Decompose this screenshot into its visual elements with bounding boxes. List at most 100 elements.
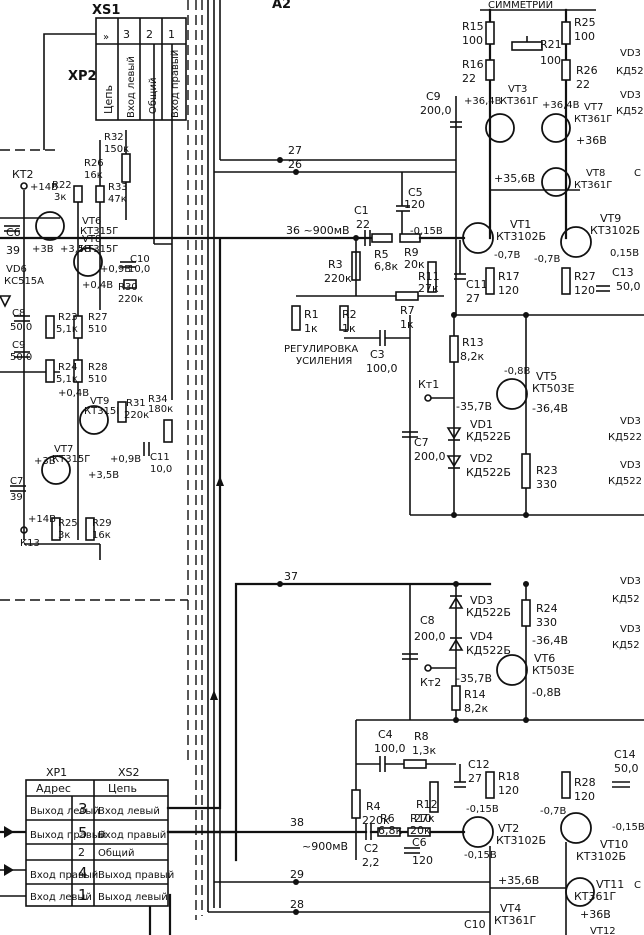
svg-text:VT6: VT6 bbox=[82, 216, 101, 227]
svg-text:R24: R24 bbox=[536, 602, 558, 615]
svg-text:КТ3102Б: КТ3102Б bbox=[496, 230, 546, 243]
svg-text:R25: R25 bbox=[58, 518, 78, 529]
svg-text:КД52: КД52 bbox=[612, 640, 640, 651]
svg-text:6,8к: 6,8к bbox=[378, 824, 402, 837]
svg-text:20к: 20к bbox=[410, 824, 431, 837]
svg-text:R15: R15 bbox=[462, 20, 484, 33]
svg-text:50,0: 50,0 bbox=[614, 762, 639, 775]
svg-text:50,0: 50,0 bbox=[616, 280, 641, 293]
wire-37: 37 bbox=[284, 570, 298, 583]
svg-text:R31: R31 bbox=[126, 398, 146, 409]
svg-text:+36В: +36В bbox=[576, 134, 607, 147]
svg-text:330: 330 bbox=[536, 478, 557, 491]
svg-text:R28: R28 bbox=[88, 362, 108, 373]
svg-text:VD3: VD3 bbox=[620, 576, 641, 587]
svg-text:C9: C9 bbox=[12, 340, 25, 351]
svg-text:VT2: VT2 bbox=[498, 822, 519, 835]
svg-text:R25: R25 bbox=[574, 16, 596, 29]
svg-text:КТ361Г: КТ361Г bbox=[574, 890, 617, 903]
svg-text:R11: R11 bbox=[418, 270, 440, 283]
xs1-pin-1: 1 bbox=[168, 28, 175, 41]
svg-text:КД522Б: КД522Б bbox=[466, 644, 511, 657]
svg-text:VD3: VD3 bbox=[620, 416, 641, 427]
connector-xp1: XP1 XS2 Адрес Цепь Выход левый 3 Вход ле… bbox=[0, 238, 238, 907]
xs1-pin-3: 3 bbox=[123, 28, 130, 41]
svg-text:8,2к: 8,2к bbox=[460, 350, 484, 363]
connector-xs1: XS1 XP2 » 3 2 1 Цепь Вход левый Общий Вх… bbox=[0, 3, 187, 151]
svg-text:22: 22 bbox=[356, 218, 370, 231]
xp1-row5-left: Вход левый bbox=[30, 892, 92, 903]
svg-text:R12: R12 bbox=[416, 798, 438, 811]
svg-text:R6: R6 bbox=[380, 812, 395, 825]
svg-text:С: С bbox=[634, 168, 641, 179]
svg-text:VT1: VT1 bbox=[510, 218, 531, 231]
bottom-channel: R24 330 VD3 КД522Б VD4 КД522Б C8 200,0 V… bbox=[0, 581, 644, 935]
svg-text:-0,7В: -0,7В bbox=[494, 250, 521, 261]
svg-text:-0,15В: -0,15В bbox=[464, 850, 497, 861]
svg-text:+3,5В: +3,5В bbox=[60, 244, 91, 255]
svg-text:200,0: 200,0 bbox=[414, 630, 446, 643]
svg-text:VD4: VD4 bbox=[470, 630, 493, 643]
svg-text:КТ503Е: КТ503Е bbox=[532, 382, 575, 395]
svg-text:VT9: VT9 bbox=[90, 396, 109, 407]
svg-text:КТ3102Б: КТ3102Б bbox=[590, 224, 640, 237]
svg-text:+3,5В: +3,5В bbox=[88, 470, 119, 481]
svg-text:+36,4В: +36,4В bbox=[542, 100, 580, 111]
svg-text:100: 100 bbox=[540, 54, 561, 67]
svg-text:VD2: VD2 bbox=[470, 452, 493, 465]
svg-text:-0,8В: -0,8В bbox=[504, 366, 531, 377]
svg-text:VT6: VT6 bbox=[534, 652, 555, 665]
svg-text:КТ361Г: КТ361Г bbox=[574, 180, 612, 191]
xp1-row2-left: Выход правый bbox=[30, 830, 106, 841]
kt1-label: Кт1 bbox=[418, 378, 439, 391]
svg-text:R18: R18 bbox=[498, 770, 520, 783]
xp2-title: XP2 bbox=[68, 69, 97, 84]
svg-text:+0,4В: +0,4В bbox=[58, 388, 89, 399]
svg-text:R30: R30 bbox=[118, 282, 138, 293]
svg-text:22: 22 bbox=[462, 72, 476, 85]
svg-text:КТ361Г: КТ361Г bbox=[494, 914, 537, 927]
svg-text:+36,4В: +36,4В bbox=[464, 96, 502, 107]
top-channel: СИММЕТРИЙ R15 100 R25 100 R21 100 R16 22… bbox=[284, 0, 644, 518]
svg-text:R23: R23 bbox=[536, 464, 558, 477]
svg-text:R7: R7 bbox=[400, 304, 415, 317]
svg-text:47к: 47к bbox=[108, 194, 127, 205]
svg-text:-0,15В: -0,15В bbox=[410, 226, 443, 237]
svg-text:R3: R3 bbox=[328, 258, 343, 271]
gain-control-label-2: УСИЛЕНИЯ bbox=[296, 356, 352, 367]
svg-text:220к: 220к bbox=[324, 272, 352, 285]
symmetry-label: СИММЕТРИЙ bbox=[488, 0, 553, 11]
svg-text:C6: C6 bbox=[412, 836, 427, 849]
svg-text:1к: 1к bbox=[342, 322, 356, 335]
xp1-row1-pin: 3 bbox=[78, 800, 88, 818]
svg-text:C8: C8 bbox=[420, 614, 435, 627]
svg-text:-0,15В: -0,15В bbox=[612, 822, 644, 833]
svg-text:27: 27 bbox=[468, 772, 482, 785]
svg-text:330: 330 bbox=[536, 616, 557, 629]
svg-text:+36В: +36В bbox=[580, 908, 611, 921]
svg-text:100: 100 bbox=[462, 34, 483, 47]
svg-text:0,15В: 0,15В bbox=[610, 248, 639, 259]
svg-text:2,2: 2,2 bbox=[362, 856, 380, 869]
svg-text:КД522: КД522 bbox=[608, 432, 642, 443]
xp1-header-right: Цепь bbox=[108, 782, 137, 795]
svg-text:C7: C7 bbox=[10, 476, 23, 487]
svg-text:VT8: VT8 bbox=[82, 234, 101, 245]
svg-text:КД52: КД52 bbox=[612, 594, 640, 605]
svg-text:100: 100 bbox=[574, 30, 595, 43]
svg-text:R27: R27 bbox=[574, 270, 596, 283]
xp1-row4-left: Вход правый bbox=[30, 870, 98, 881]
svg-text:-35,7В: -35,7В bbox=[456, 672, 492, 685]
chevron-icon: » bbox=[103, 32, 109, 43]
wire-36: 36 ~900мВ bbox=[286, 224, 350, 237]
svg-text:КД52: КД52 bbox=[616, 66, 644, 77]
svg-text:КТ315Г: КТ315Г bbox=[80, 244, 118, 255]
svg-text:R26: R26 bbox=[576, 64, 598, 77]
svg-text:39: 39 bbox=[6, 244, 20, 257]
svg-text:R13: R13 bbox=[462, 336, 484, 349]
svg-text:27к: 27к bbox=[418, 282, 439, 295]
svg-text:R34: R34 bbox=[148, 394, 168, 405]
svg-text:-0,7В: -0,7В bbox=[540, 806, 567, 817]
svg-text:VT5: VT5 bbox=[536, 370, 557, 383]
svg-text:+14В: +14В bbox=[28, 514, 56, 525]
